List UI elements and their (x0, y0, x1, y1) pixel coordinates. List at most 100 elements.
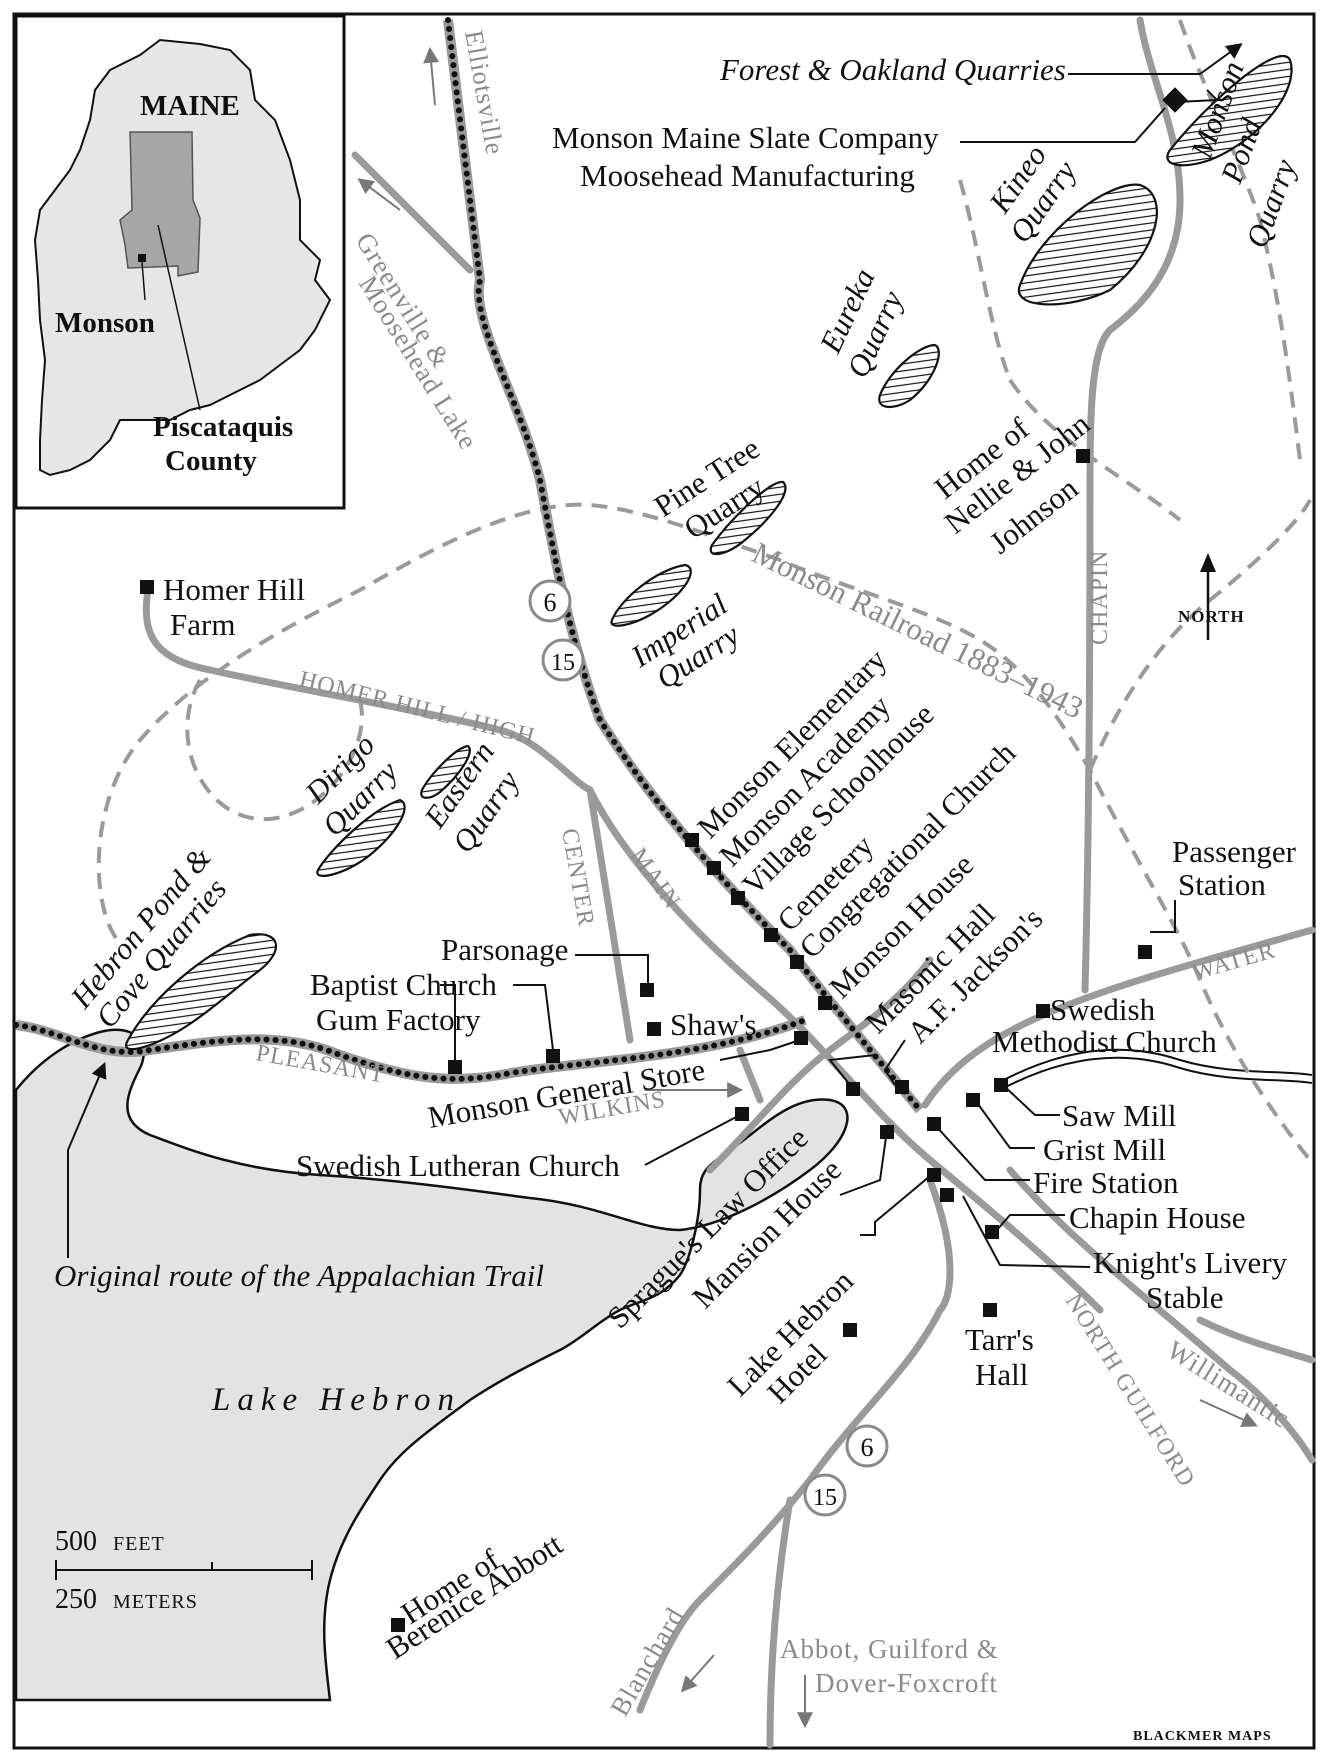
shield-15-north (541, 638, 585, 682)
marker-baptist (546, 1049, 560, 1063)
route-shields: 6 15 6 15 (528, 579, 889, 1517)
marker-village-schoolhouse (731, 891, 745, 905)
label-homer-hill-1: Homer Hill (163, 572, 305, 607)
label-fire-station: Fire Station (1033, 1165, 1179, 1200)
quarry-dirigo-shape (316, 798, 406, 877)
label-railroad: Monson Railroad 1883–1943 (747, 535, 1089, 726)
label-baptist: Baptist Church (310, 967, 497, 1002)
building-markers (140, 87, 1188, 1632)
quarry-pine-tree-shape (709, 480, 787, 556)
marker-chapin-house (985, 1225, 999, 1239)
label-swedish-methodist-2: Methodist Church (992, 1024, 1217, 1059)
quarry-forest-oakland-shape (1166, 54, 1293, 167)
label-saw-mill: Saw Mill (1062, 1098, 1177, 1133)
label-credit: BLACKMER MAPS (1133, 1729, 1272, 1744)
inset-county-label-1: Piscataquis (153, 411, 293, 443)
monson-dot (138, 254, 146, 262)
road-water: WATER (1189, 937, 1278, 985)
labels: Forest & Oakland Quarries Monson Maine S… (54, 52, 1303, 1744)
label-homer-hill-2: Farm (170, 607, 235, 642)
marker-saw-mill (994, 1078, 1008, 1092)
map-border (12, 12, 1316, 1750)
label-shaws: Shaw's (670, 1007, 757, 1042)
label-parsonage: Parsonage (441, 932, 568, 967)
leader-lines (67, 43, 1243, 1268)
piscataquis-county-shape (119, 131, 201, 277)
marker-masonic-hall (846, 1082, 860, 1096)
scale-feet-value: 500 (55, 1526, 97, 1557)
marker-tarrs-hall (983, 1303, 997, 1317)
marker-lake-hebron-hotel (843, 1323, 857, 1337)
svg-text:15: 15 (551, 650, 575, 676)
scale-bar: 500 FEET 250 METERS (55, 1526, 313, 1615)
label-gum-factory: Gum Factory (316, 1002, 481, 1037)
marker-swedish-lutheran (735, 1107, 749, 1121)
marker-shaws (647, 1022, 661, 1036)
quarry-eureka-shape (878, 343, 940, 408)
road-blanchard: Blanchard (604, 1602, 690, 1721)
label-knights-1: Knight's Livery (1093, 1245, 1288, 1280)
road-chapin: CHAPIN (1087, 550, 1113, 645)
marker-gum-factory (448, 1060, 462, 1074)
stream-bank (999, 1056, 1313, 1091)
label-knights-2: Stable (1146, 1280, 1224, 1315)
marker-berenice-home (391, 1618, 405, 1632)
shield-15-south (803, 1473, 847, 1517)
road-main: MAIN (625, 844, 685, 915)
marker-congregational (790, 955, 804, 969)
label-forest-oakland: Forest & Oakland Quarries (719, 52, 1066, 87)
label-swedish-methodist-1: Swedish (1050, 992, 1156, 1027)
inset-town-label: Monson (55, 307, 155, 339)
marker-mansion-house (927, 1168, 941, 1182)
lake-hebron-shape (14, 1028, 849, 1702)
scale-meters-unit: METERS (113, 1591, 198, 1613)
label-grist-mill: Grist Mill (1043, 1132, 1166, 1167)
marker-monson-elementary (685, 833, 699, 847)
quarry-kineo-shape (1017, 183, 1158, 306)
quarry-eastern-shape (420, 744, 471, 799)
road-homer-hill: HOMER HILL / HIGH (297, 667, 538, 751)
label-tarrs-1: Tarr's (965, 1322, 1034, 1357)
marker-knights-livery (940, 1188, 954, 1202)
shield-6-north (528, 579, 572, 623)
road-abbot-2: Dover-Foxcroft (815, 1668, 998, 1698)
road-center: CENTER (556, 827, 599, 929)
north-arrow: NORTH (1178, 553, 1245, 640)
quarries (125, 54, 1293, 1051)
direction-arrows (357, 46, 1258, 1729)
marker-af-jackson (895, 1080, 909, 1094)
label-passenger-2: Station (1178, 867, 1266, 902)
scale-meters-value: 250 (55, 1584, 97, 1615)
label-passenger-1: Passenger (1172, 834, 1297, 869)
marker-general-store (794, 1031, 808, 1045)
svg-text:6: 6 (544, 588, 557, 617)
inset-map: MAINE Monson Piscataquis County (14, 14, 346, 510)
label-slate-company: Monson Maine Slate Company (552, 120, 939, 155)
marker-monson-house (818, 996, 832, 1010)
svg-text:6: 6 (861, 1433, 874, 1462)
marker-johnson-home (1076, 449, 1090, 463)
marker-passenger-station (1138, 945, 1152, 959)
marker-parsonage (640, 983, 654, 997)
label-moosehead-mfg: Moosehead Manufacturing (580, 158, 915, 193)
marker-swedish-methodist (1036, 1004, 1050, 1018)
label-swedish-lutheran: Swedish Lutheran Church (296, 1148, 620, 1183)
stream (999, 1048, 1313, 1083)
quarry-hebron-pond-shape (125, 933, 278, 1051)
marker-monson-academy (707, 861, 721, 875)
north-label: NORTH (1178, 607, 1245, 626)
svg-text:15: 15 (813, 1485, 837, 1511)
scale-feet-unit: FEET (113, 1533, 165, 1555)
label-appalachian: Original route of the Appalachian Trail (54, 1258, 544, 1293)
inset-county-label-2: County (165, 445, 257, 477)
label-chapin-house: Chapin House (1069, 1200, 1246, 1235)
label-tarrs-2: Hall (975, 1357, 1028, 1392)
label-lake-hebron: Lake Hebron (211, 1382, 461, 1418)
shield-6-south (845, 1424, 889, 1468)
marker-cemetery (764, 928, 778, 942)
quarry-imperial-shape (610, 563, 692, 627)
inset-state-label: MAINE (140, 90, 240, 122)
road-abbot-1: Abbot, Guilford & (780, 1634, 999, 1664)
